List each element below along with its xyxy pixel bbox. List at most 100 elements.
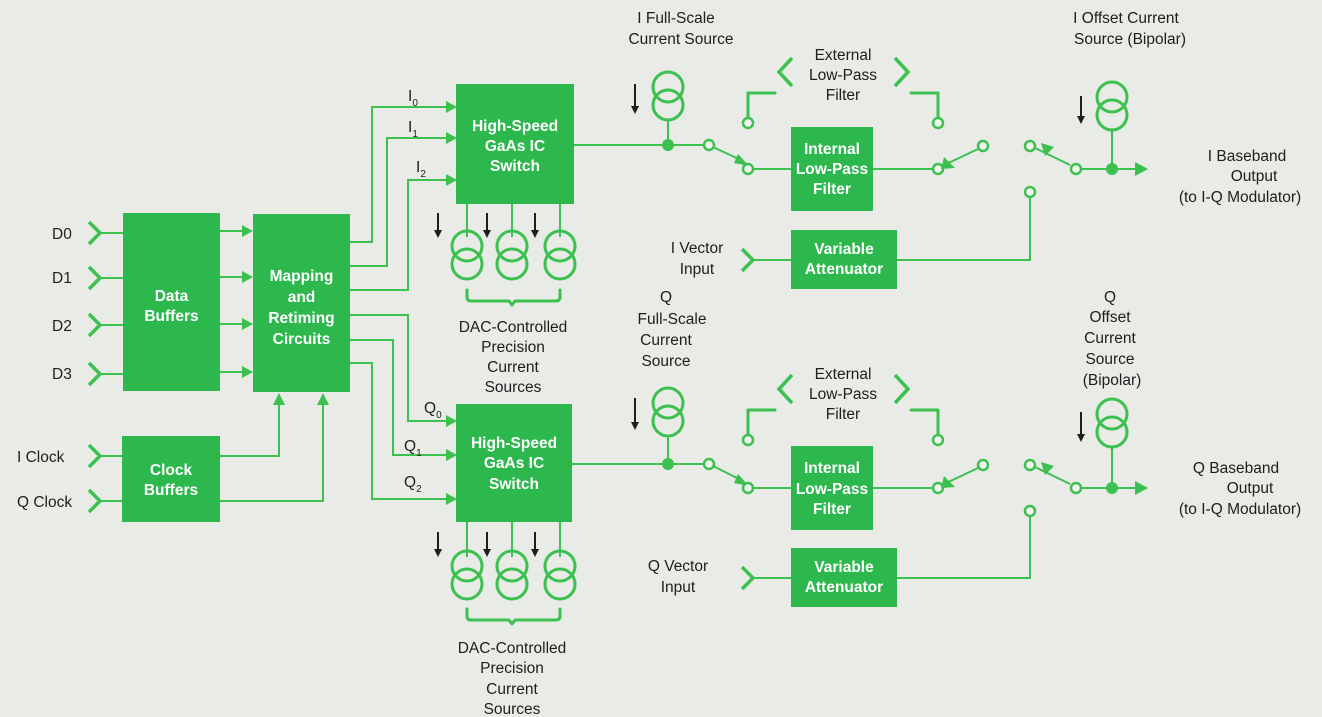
q-dac-sources-caption: DAC-Controlled Precision Current Sources — [458, 640, 567, 717]
input-label-i-clock: I Clock — [17, 449, 65, 466]
svg-text:Input: Input — [661, 579, 696, 596]
svg-text:I Baseband: I Baseband — [1208, 148, 1286, 165]
svg-text:Full-Scale: Full-Scale — [638, 311, 707, 328]
clock-buffers-label-2: Buffers — [144, 482, 198, 499]
svg-text:Precision: Precision — [480, 660, 544, 677]
mapping-to-q-switch-wires — [350, 314, 457, 505]
svg-text:DAC-Controlled: DAC-Controlled — [458, 640, 567, 657]
q-gaas-switch-block: High-Speed GaAs IC Switch — [456, 404, 572, 522]
q-internal-lpf-block: Internal Low-Pass Filter — [791, 446, 873, 530]
current-source-icon — [651, 70, 685, 122]
svg-text:High-Speed: High-Speed — [471, 435, 557, 452]
q2-label: Q2 — [404, 474, 422, 495]
svg-text:(to I-Q Modulator): (to I-Q Modulator) — [1179, 189, 1301, 206]
svg-text:Q: Q — [1104, 289, 1116, 306]
svg-text:Variable: Variable — [814, 559, 874, 576]
i-switch-label-3: Switch — [490, 158, 540, 175]
svg-text:Internal: Internal — [804, 460, 860, 477]
svg-text:Sources: Sources — [485, 379, 542, 396]
i-dac-sources-caption: DAC-Controlled Precision Current Sources — [459, 319, 568, 396]
mapping-label-3: Retiming — [268, 310, 334, 327]
svg-text:I Full-Scale: I Full-Scale — [637, 10, 715, 27]
current-source-icon — [1095, 397, 1129, 449]
q1-label: Q1 — [404, 438, 422, 459]
svg-text:Source: Source — [1085, 351, 1134, 368]
i0-label: I0 — [408, 88, 418, 109]
svg-text:Q: Q — [660, 289, 672, 306]
mapping-to-i-switch-wires — [350, 101, 457, 291]
q-vector-input: Q Vector Input — [648, 558, 791, 596]
q-offset-source: Q Offset Current Source (Bipolar) — [1077, 289, 1141, 488]
i-dac-source-icon-1 — [450, 229, 484, 281]
data-input-d3: D3 — [52, 361, 124, 387]
i-external-filter: External Low-Pass Filter — [741, 47, 945, 130]
svg-text:Attenuator: Attenuator — [805, 579, 883, 596]
data-buffers-label-1: Data — [155, 288, 189, 305]
current-source-icon — [1095, 80, 1129, 132]
svg-text:GaAs IC: GaAs IC — [484, 455, 544, 472]
mapping-label-1: Mapping — [270, 268, 334, 285]
down-arrow-icon — [1077, 96, 1085, 124]
i-gaas-switch-block: High-Speed GaAs IC Switch — [456, 84, 574, 204]
mapping-retiming-block: Mapping and Retiming Circuits — [253, 214, 350, 392]
svg-text:I Offset Current: I Offset Current — [1073, 10, 1179, 27]
i1-label: I1 — [408, 119, 418, 140]
svg-text:Offset: Offset — [1089, 309, 1131, 326]
svg-text:Source: Source — [641, 353, 690, 370]
svg-text:Source (Bipolar): Source (Bipolar) — [1074, 31, 1186, 48]
svg-text:Low-Pass: Low-Pass — [809, 386, 877, 403]
data-input-d0: D0 — [52, 220, 124, 246]
data-input-d1: D1 — [52, 265, 124, 291]
q-external-filter: External Low-Pass Filter — [741, 366, 945, 447]
i-switch-label-2: GaAs IC — [485, 138, 545, 155]
svg-text:Output: Output — [1227, 480, 1274, 497]
svg-text:Low-Pass: Low-Pass — [796, 161, 868, 178]
svg-text:Current: Current — [1084, 330, 1136, 347]
svg-text:External: External — [815, 366, 872, 383]
mapping-label-2: and — [288, 289, 316, 306]
svg-text:Current: Current — [487, 359, 539, 376]
svg-text:Output: Output — [1231, 168, 1278, 185]
svg-text:(Bipolar): (Bipolar) — [1083, 372, 1142, 389]
i2-label: I2 — [416, 159, 426, 180]
data-buffers-label-2: Buffers — [144, 308, 198, 325]
q0-label: Q0 — [424, 400, 442, 421]
input-label-d2: D2 — [52, 318, 72, 335]
svg-text:Sources: Sources — [484, 701, 541, 717]
data-input-d2: D2 — [52, 312, 124, 338]
svg-text:Attenuator: Attenuator — [805, 261, 883, 278]
svg-text:Precision: Precision — [481, 339, 545, 356]
i-dac-current-sources — [434, 204, 577, 307]
svg-text:Switch: Switch — [489, 476, 539, 493]
svg-text:I Vector: I Vector — [671, 240, 724, 257]
i-baseband-output: I Baseband Output (to I-Q Modulator) — [1179, 148, 1301, 206]
i-dac-source-icon-3 — [543, 229, 577, 281]
mapping-label-4: Circuits — [273, 331, 331, 348]
q-current-labels: Q0 Q1 Q2 — [404, 400, 442, 495]
q-dac-source-icon-1 — [450, 549, 484, 601]
q-dac-source-icon-3 — [543, 549, 577, 601]
svg-text:External: External — [815, 47, 872, 64]
svg-text:Variable: Variable — [814, 241, 874, 258]
svg-text:Current: Current — [640, 332, 692, 349]
input-label-d1: D1 — [52, 270, 72, 287]
clock-buffers-block: Clock Buffers — [122, 436, 220, 522]
q-signal-path — [572, 457, 1148, 495]
i-internal-lpf-block: Internal Low-Pass Filter — [791, 127, 873, 211]
down-arrow-icon — [434, 532, 539, 557]
i-dac-source-icon-2 — [495, 229, 529, 281]
clock-input-i: I Clock — [17, 443, 122, 469]
svg-text:Filter: Filter — [813, 501, 851, 518]
i-switch-label-1: High-Speed — [472, 118, 558, 135]
i-signal-path — [574, 138, 1148, 176]
data-buffers-block: Data Buffers — [123, 213, 220, 391]
current-source-icon — [651, 386, 685, 438]
svg-text:Filter: Filter — [826, 87, 860, 104]
svg-text:Input: Input — [680, 261, 715, 278]
i-current-labels: I0 I1 I2 — [408, 88, 426, 180]
input-label-d3: D3 — [52, 366, 72, 383]
input-label-q-clock: Q Clock — [17, 494, 72, 511]
q-variable-attenuator-block: Variable Attenuator — [791, 504, 1037, 607]
down-arrow-icon — [631, 398, 639, 430]
